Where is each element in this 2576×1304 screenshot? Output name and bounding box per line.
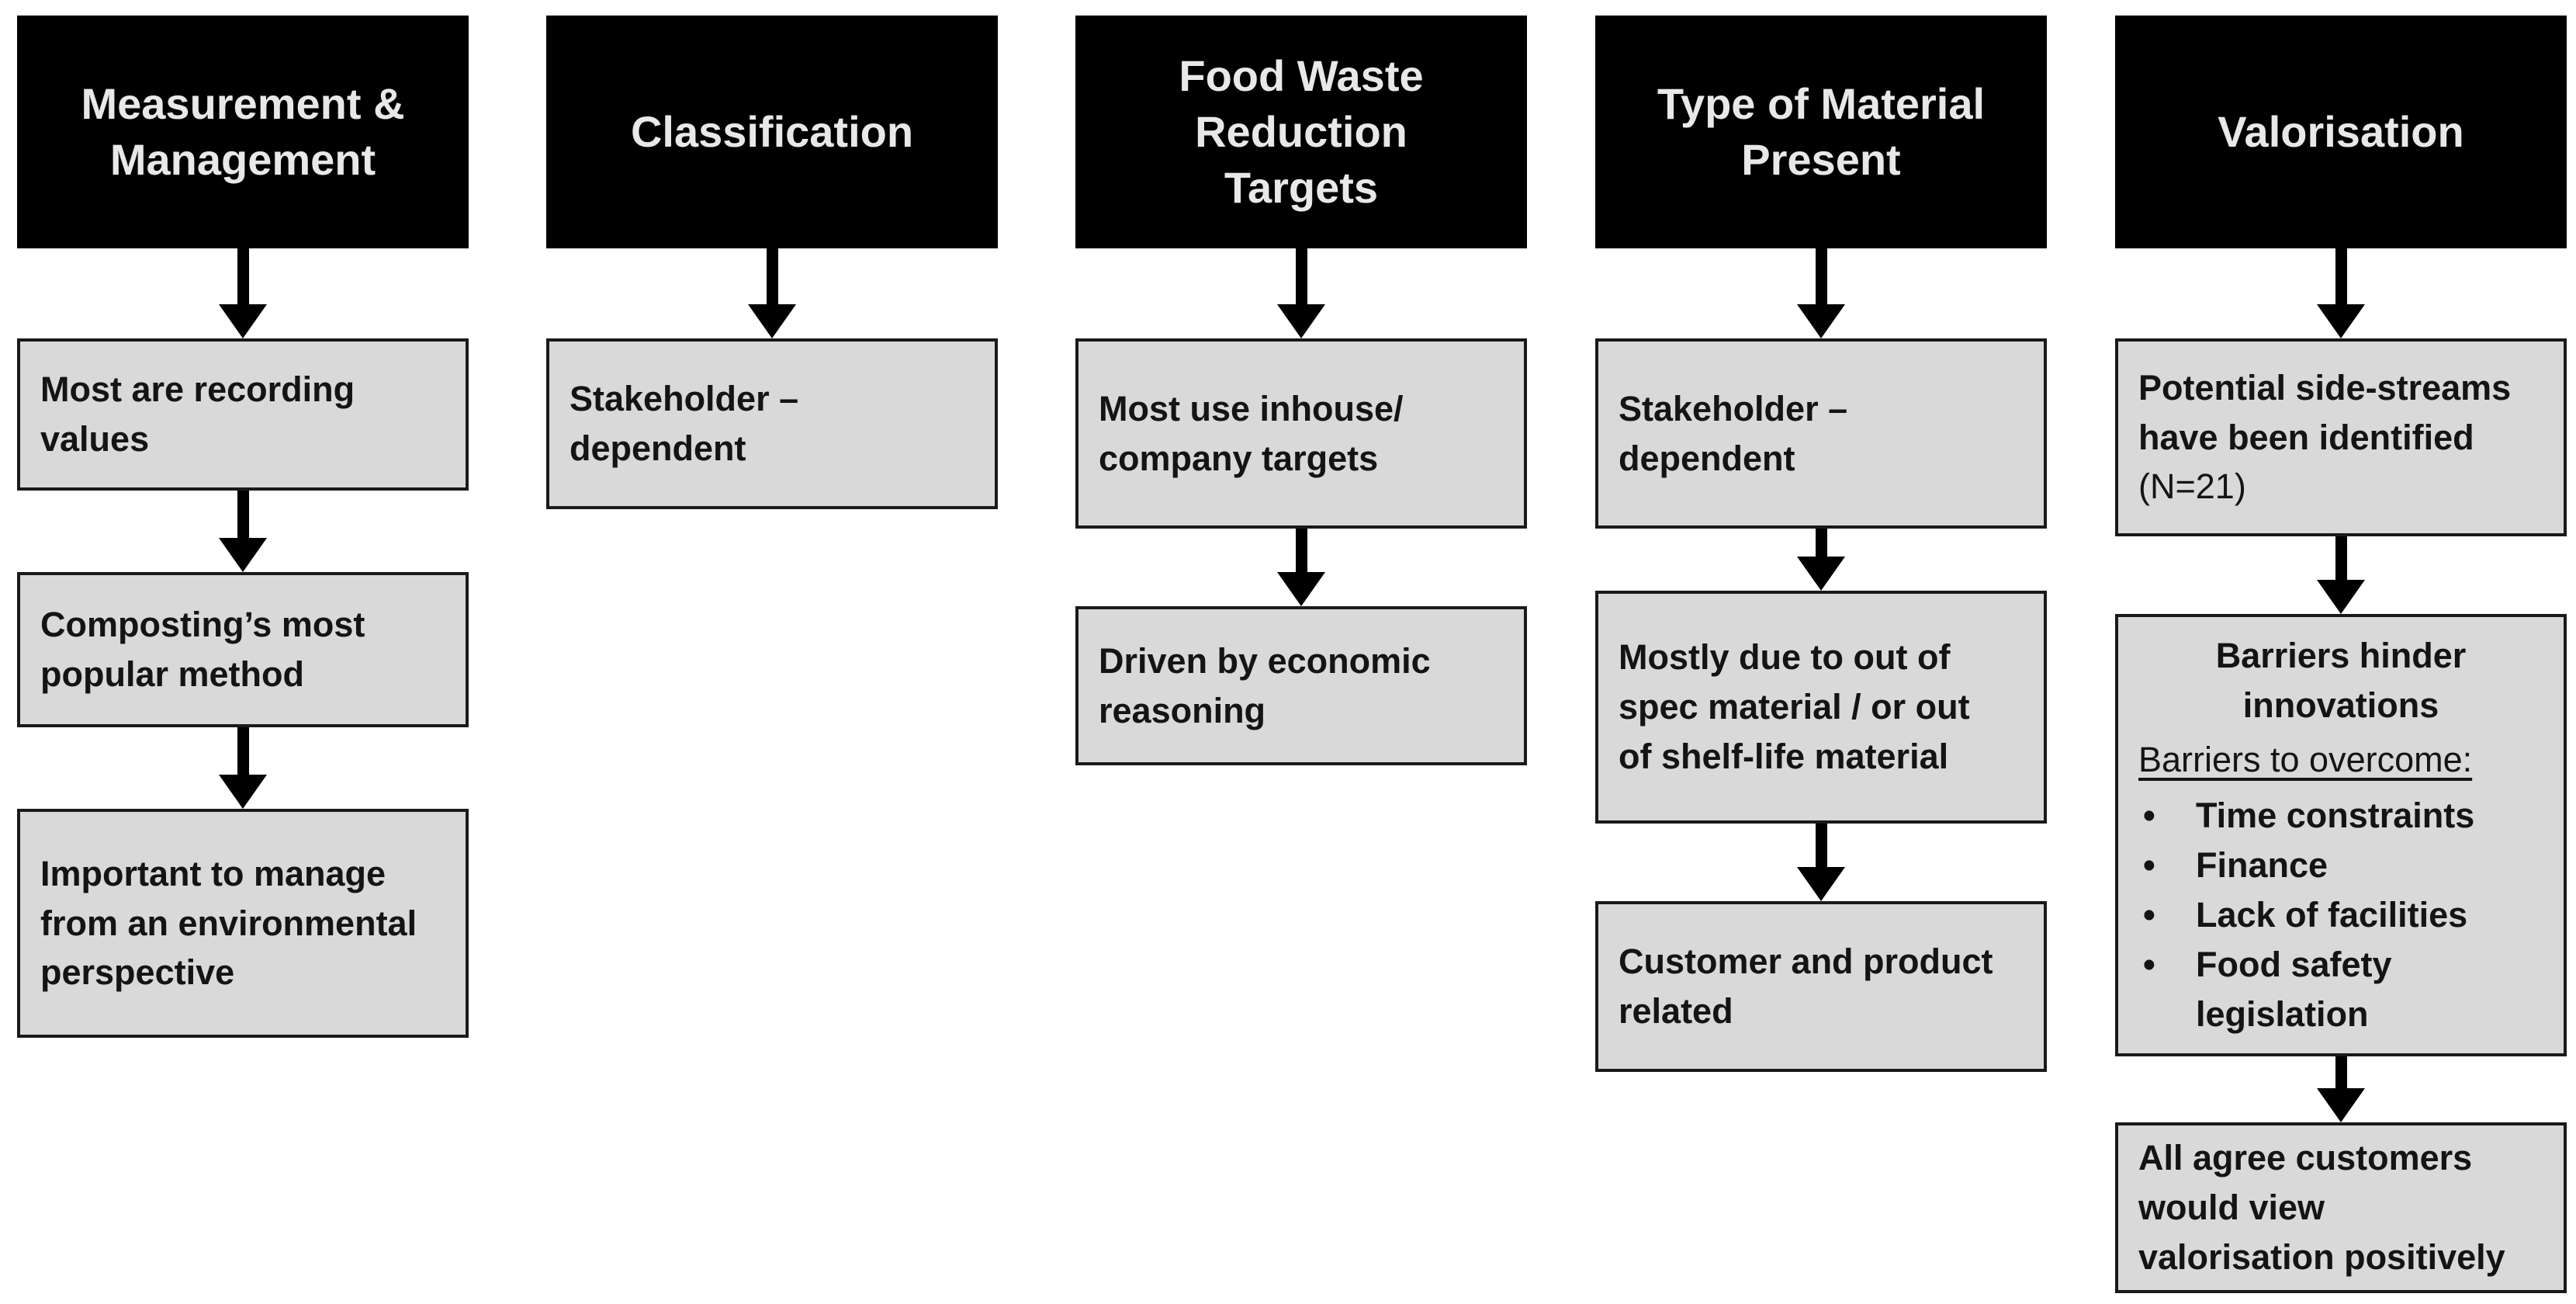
header-type-of-material-present: Type of Material Present — [1595, 16, 2047, 248]
box-valorisation-3: All agree customers would view valorisat… — [2115, 1122, 2567, 1293]
bullet-text: Time constraints — [2196, 796, 2475, 836]
barriers-subheading: Barriers to overcome: — [2138, 740, 2473, 780]
box-text: Most are recording values — [40, 369, 355, 459]
box-text: Important to manage from an environmenta… — [40, 853, 417, 993]
bullet-text: Food safety legislation — [2196, 944, 2392, 1034]
arrow-head — [1277, 572, 1325, 606]
barriers-bullet-item: • Time constraints — [2138, 791, 2543, 841]
arrow-head — [748, 304, 796, 338]
header-classification: Classification — [546, 16, 998, 248]
header-measurement-management: Measurement & Management — [17, 16, 469, 248]
down-arrow-icon — [1595, 248, 2047, 338]
arrow-head — [1797, 867, 1845, 901]
box-food-waste-reduction-targets-1: Most use inhouse/ company targets — [1075, 338, 1527, 529]
arrow-head — [219, 304, 267, 338]
barriers-bullet-list: • Time constraints • Finance • Lack of facili… — [2138, 791, 2543, 1039]
arrow-head — [1797, 304, 1845, 338]
box-type-of-material-present-3: Customer and product related — [1595, 901, 2047, 1072]
down-arrow-icon — [1075, 248, 1527, 338]
box-text: All agree customers would view valorisat… — [2138, 1138, 2505, 1277]
barriers-bullet-item: • Food safety legislation — [2138, 940, 2543, 1039]
box-food-waste-reduction-targets-2: Driven by economic reasoning — [1075, 606, 1527, 765]
box-text: Mostly due to out of spec material / or … — [1619, 637, 1970, 776]
down-arrow-icon — [17, 491, 469, 572]
bullet-text: Finance — [2196, 845, 2328, 885]
box-type-of-material-present-1: Stakeholder – dependent — [1595, 338, 2047, 529]
box-text: Stakeholder – dependent — [570, 379, 799, 468]
down-arrow-icon — [1595, 529, 2047, 591]
arrow-stem — [1295, 529, 1307, 572]
arrow-stem — [766, 248, 778, 304]
arrow-head — [2317, 304, 2365, 338]
box-valorisation-1: Potential side-streams have been identif… — [2115, 338, 2567, 536]
box-text: Stakeholder – dependent — [1619, 388, 1848, 478]
bullet-icon: • — [2143, 845, 2155, 885]
box-text: Most use inhouse/ company targets — [1099, 388, 1404, 478]
barriers-bullet-item: • Lack of facilities — [2138, 890, 2543, 940]
box-measurement-management-2: Composting’s most popular method — [17, 572, 469, 727]
down-arrow-icon — [2115, 1056, 2567, 1122]
arrow-stem — [237, 491, 249, 538]
arrow-head — [2317, 1088, 2365, 1122]
down-arrow-icon — [546, 248, 998, 338]
arrow-stem — [1815, 248, 1827, 304]
arrow-stem — [2335, 536, 2347, 580]
down-arrow-icon — [1075, 529, 1527, 606]
down-arrow-icon — [2115, 248, 2567, 338]
arrow-stem — [2335, 1056, 2347, 1088]
box-text: Driven by economic reasoning — [1099, 640, 1431, 730]
arrow-stem — [237, 727, 249, 775]
arrow-stem — [2335, 248, 2347, 304]
bullet-icon: • — [2143, 796, 2155, 836]
barriers-heading: Barriers hinder innovations — [2215, 636, 2467, 726]
arrow-head — [219, 775, 267, 809]
box-text: Customer and product related — [1619, 942, 1993, 1031]
box-text-regular: (N=21) — [2138, 466, 2246, 507]
box-text: Potential side-streams have been identif… — [2138, 367, 2512, 457]
bullet-icon: • — [2143, 894, 2155, 935]
header-food-waste-reduction-targets: Food Waste Reduction Targets — [1075, 16, 1527, 248]
header-valorisation: Valorisation — [2115, 16, 2567, 248]
arrow-stem — [1295, 248, 1307, 304]
arrow-head — [1277, 304, 1325, 338]
down-arrow-icon — [17, 727, 469, 809]
down-arrow-icon — [1595, 824, 2047, 901]
box-text: Composting’s most popular method — [40, 605, 365, 694]
box-classification-1: Stakeholder – dependent — [546, 338, 998, 509]
arrow-head — [2317, 580, 2365, 614]
arrow-head — [1797, 557, 1845, 591]
barriers-bullet-item: • Finance — [2138, 841, 2543, 890]
box-type-of-material-present-2: Mostly due to out of spec material / or … — [1595, 591, 2047, 824]
bullet-icon: • — [2143, 944, 2155, 984]
arrow-stem — [237, 248, 249, 304]
down-arrow-icon — [17, 248, 469, 338]
arrow-stem — [1815, 824, 1827, 867]
box-measurement-management-1: Most are recording values — [17, 338, 469, 491]
bullet-text: Lack of facilities — [2196, 894, 2468, 935]
down-arrow-icon — [2115, 536, 2567, 614]
box-measurement-management-3: Important to manage from an environmenta… — [17, 809, 469, 1038]
arrow-head — [219, 538, 267, 572]
arrow-stem — [1815, 529, 1827, 557]
